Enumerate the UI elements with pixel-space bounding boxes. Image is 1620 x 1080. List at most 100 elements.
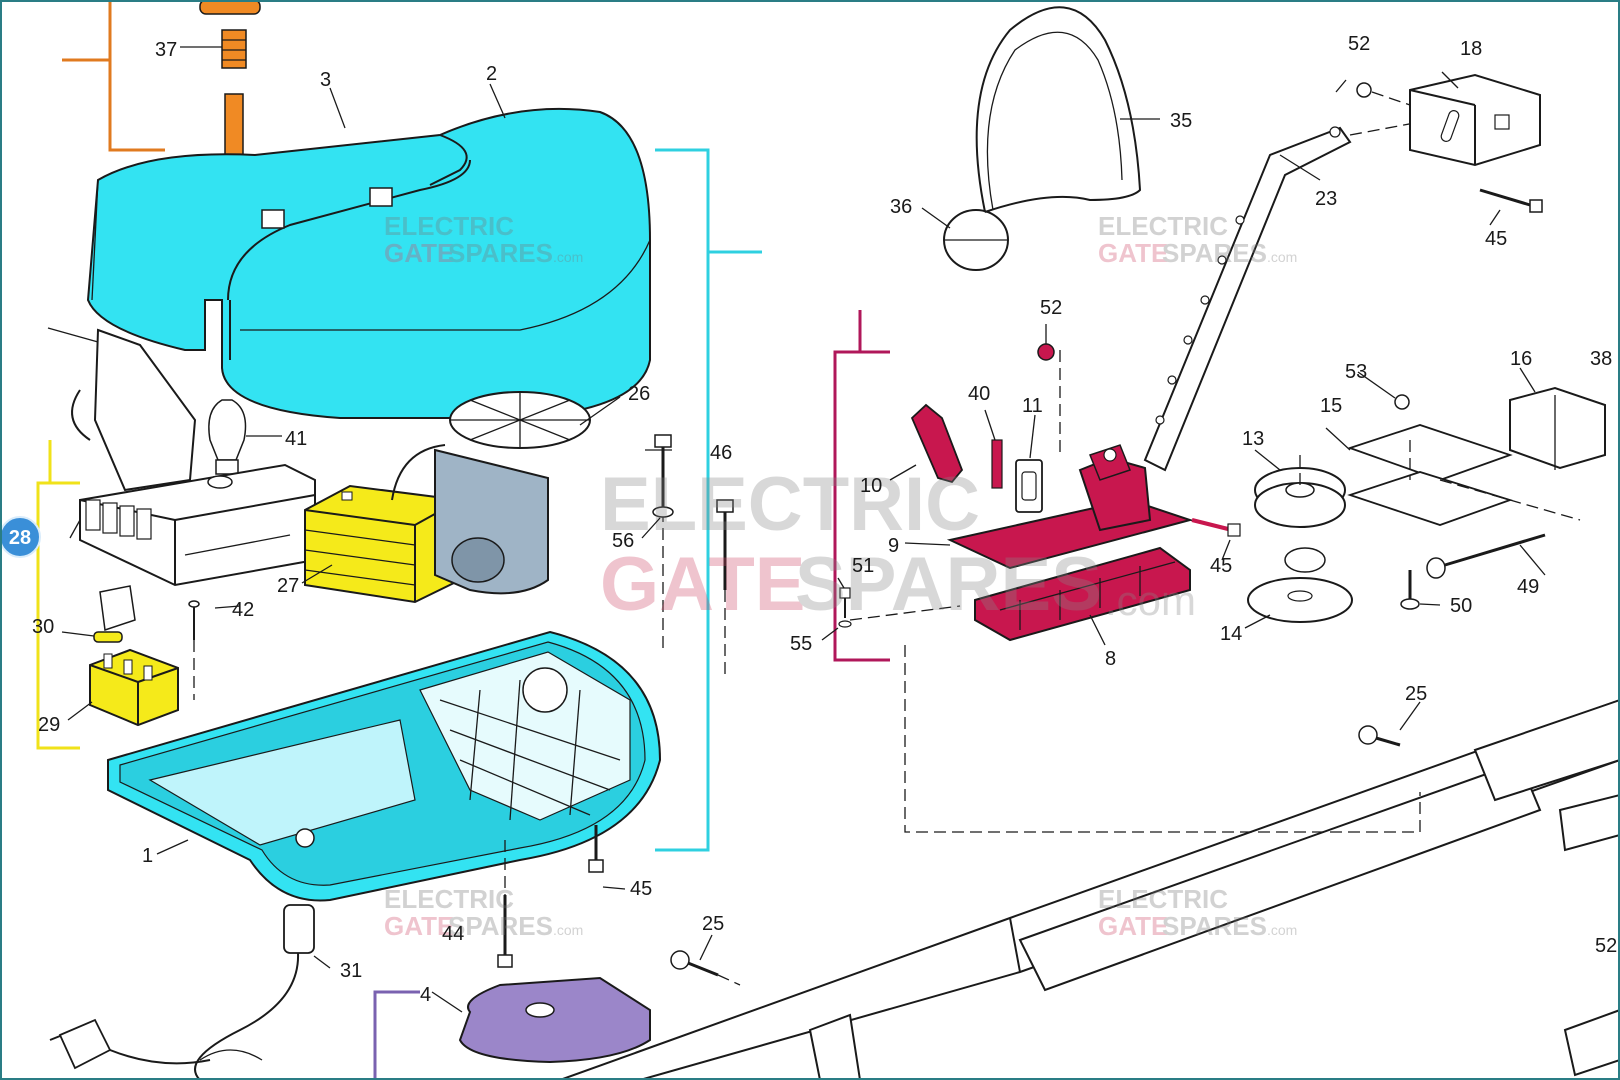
- latch-part-10: [910, 403, 964, 484]
- label-40: 40: [968, 383, 990, 405]
- watermark-bl-suffix: .com: [553, 922, 583, 938]
- disc-part-14: [1247, 577, 1353, 623]
- label-13: 13: [1242, 428, 1264, 450]
- fuse-part-30: [93, 585, 136, 643]
- nut-part-52-magenta: [1037, 343, 1055, 361]
- screw-part-42: [188, 600, 200, 700]
- label-14: 14: [1220, 623, 1242, 645]
- label-50: 50: [1450, 595, 1472, 617]
- watermark-tl-suffix: .com: [553, 249, 583, 265]
- watermark-center-line1: ELECTRIC: [600, 462, 980, 547]
- label-25-left: 25: [702, 913, 724, 935]
- label-10: 10: [860, 475, 882, 497]
- label-38: 38: [1590, 348, 1612, 370]
- plate-part-15: [1347, 424, 1581, 526]
- small-bolts-part-51-55: [838, 587, 961, 628]
- label-2: 2: [486, 63, 497, 85]
- watermark-tl-line2a: GATE: [384, 238, 454, 268]
- watermark-br-line1: ELECTRIC: [1098, 884, 1228, 914]
- bracket-housing: [47, 327, 197, 492]
- watermark-bottom-left: ELECTRIC GATE SPARES .com: [384, 884, 583, 941]
- watermark-br-line2b: SPARES: [1162, 911, 1267, 941]
- watermark-tl-line2b: SPARES: [448, 238, 553, 268]
- label-53: 53: [1345, 361, 1367, 383]
- label-29: 29: [38, 714, 60, 736]
- carriage-part-9: [946, 350, 1241, 570]
- label-49: 49: [1517, 576, 1539, 598]
- label-55: 55: [790, 633, 812, 655]
- label-15: 15: [1320, 395, 1342, 417]
- watermark-bl-line2a: GATE: [384, 911, 454, 941]
- label-42: 42: [232, 599, 254, 621]
- watermark-center-line2a: GATE: [600, 542, 805, 627]
- pull-ball-part-36: [943, 209, 1009, 271]
- bolt-part-56: [716, 499, 734, 680]
- power-cable-part-31: [49, 904, 315, 1080]
- trolley-part-8: [974, 546, 1191, 642]
- group-bracket-purple: [373, 990, 420, 1080]
- label-41: 41: [285, 428, 307, 450]
- spring-part-40: [991, 439, 1003, 489]
- leader-lines: [61, 46, 1546, 1013]
- callout-badge-28[interactable]: 28: [0, 516, 41, 558]
- lamp-bulb-41: [208, 399, 282, 475]
- label-44: 44: [442, 923, 464, 945]
- watermark-top-left: ELECTRIC GATE SPARES .com: [384, 211, 583, 268]
- watermark-bl-line2b: SPARES: [448, 911, 553, 941]
- bolt-part-46: [652, 434, 674, 650]
- label-45-top-right: 45: [1485, 228, 1507, 250]
- bolt-part-44: [497, 840, 513, 968]
- watermark-tr-line2b: SPARES: [1162, 238, 1267, 268]
- nut-part-53: [1394, 394, 1410, 410]
- bolt-part-45-top-right: [1479, 188, 1543, 213]
- cord-part-35: [975, 6, 1142, 213]
- pin-part-11: [1015, 459, 1043, 513]
- callout-badge-label: 28: [9, 527, 31, 549]
- group-bracket-magenta: [833, 310, 890, 662]
- screw-part-25-right: [1358, 725, 1401, 747]
- label-35: 35: [1170, 110, 1192, 132]
- watermark-tr-suffix: .com: [1267, 249, 1297, 265]
- part-number-labels: 37 3 2 26 41 46 56 27 42 30 29 1 45 44 3…: [32, 33, 1617, 1006]
- watermark-center: ELECTRIC GATE SPARES .com: [600, 462, 1196, 627]
- label-4: 4: [420, 984, 431, 1006]
- watermark-bottom-right: ELECTRIC GATE SPARES .com: [1098, 884, 1297, 941]
- watermark-tr-line1: ELECTRIC: [1098, 211, 1228, 241]
- watermark-br-line2a: GATE: [1098, 911, 1168, 941]
- rail-track: [559, 645, 1620, 1080]
- control-board-unit: [79, 463, 316, 587]
- label-46: 46: [710, 442, 732, 464]
- base-tray-part-1: [107, 630, 662, 902]
- label-23: 23: [1315, 188, 1337, 210]
- watermark-bl-line1: ELECTRIC: [384, 884, 514, 914]
- label-16: 16: [1510, 348, 1532, 370]
- bolt-part-49: [1426, 533, 1546, 579]
- arm-part-23: [1143, 121, 1421, 472]
- label-45-magenta: 45: [1210, 555, 1232, 577]
- label-56: 56: [612, 530, 634, 552]
- mounting-plate-part-4: [458, 976, 651, 1064]
- label-26: 26: [628, 383, 650, 405]
- bolt-part-45-magenta: [1191, 518, 1241, 537]
- label-31: 31: [340, 960, 362, 982]
- spring-part-37: [199, 0, 261, 165]
- label-3: 3: [320, 69, 331, 91]
- bolt-part-50: [1400, 570, 1420, 610]
- label-9: 9: [888, 535, 899, 557]
- watermark-br-suffix: .com: [1267, 922, 1297, 938]
- label-11: 11: [1022, 395, 1043, 417]
- bolt-part-45-lower: [588, 825, 604, 873]
- label-25-right: 25: [1405, 683, 1427, 705]
- label-45-lower: 45: [630, 878, 652, 900]
- bracket-part-18: [1356, 73, 1541, 167]
- label-18: 18: [1460, 38, 1482, 60]
- watermark-top-right: ELECTRIC GATE SPARES .com: [1098, 211, 1297, 268]
- label-52-top: 52: [1348, 33, 1370, 55]
- watermark-tl-line1: ELECTRIC: [384, 211, 514, 241]
- label-37: 37: [155, 39, 177, 61]
- label-30: 30: [32, 616, 54, 638]
- watermark-center-line2b: SPARES: [795, 542, 1102, 627]
- label-27: 27: [277, 575, 299, 597]
